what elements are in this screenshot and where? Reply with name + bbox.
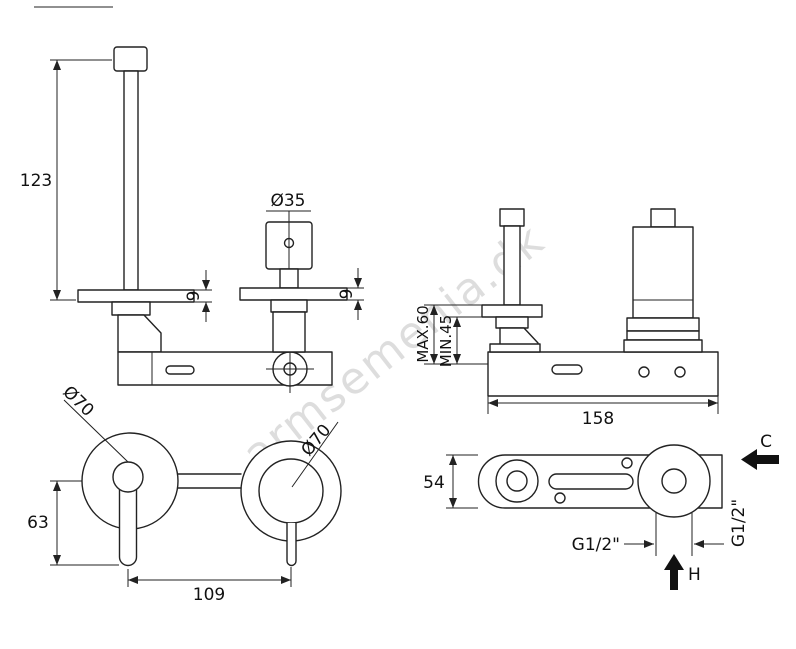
spout-tube [123, 70, 139, 291]
handle-nut [270, 299, 308, 313]
spout-nut [111, 301, 151, 316]
spout-flange [112, 461, 144, 493]
cartridge-flange [626, 317, 700, 332]
spout-angled-connector [117, 314, 162, 353]
screw-head [638, 366, 650, 378]
spout-side-tube [503, 225, 521, 306]
screw-hole [621, 457, 633, 469]
hot-label: H [688, 565, 701, 585]
dim-body-length: 158 [582, 409, 614, 429]
screw-hole [554, 492, 566, 504]
dim-handle-diameter: Ø35 [270, 191, 305, 211]
cold-label: C [760, 432, 772, 452]
body-slot-side [551, 364, 583, 375]
dim-spout-height: 123 [20, 171, 52, 191]
cartridge-cap [650, 208, 676, 228]
view-plan: 54 C G1/2" G1/2" H [423, 432, 779, 590]
view-side: MAX.60 MIN.45 158 [414, 208, 719, 429]
mounting-slot [548, 473, 634, 490]
body-slot [165, 365, 195, 375]
dim-spout-plate-thickness: 9 [184, 291, 204, 302]
handle-indicator-dot [283, 237, 295, 249]
cold-inlet-arrow [741, 449, 779, 470]
dim-body-height: 54 [423, 473, 445, 493]
handle-lever [286, 523, 297, 567]
cartridge-body [632, 226, 694, 319]
dim-recess-min: MIN.45 [437, 315, 455, 367]
dim-center-distance: 109 [193, 585, 225, 605]
dim-spout-escutcheon: Ø70 [59, 382, 98, 421]
handle-stem [279, 268, 299, 289]
spout-port [495, 459, 539, 503]
view-handle-front: Ø35 9 [239, 191, 364, 353]
spout-side-aerator [499, 208, 525, 227]
spout-side-plate [481, 304, 543, 318]
handle-wall-plate [239, 287, 348, 301]
spout-front-tube [118, 477, 138, 567]
aerator-mesh [113, 46, 148, 72]
valve-body [272, 311, 306, 353]
hot-inlet-arrow [664, 554, 684, 590]
view-spout-front: 123 9 [20, 46, 333, 393]
handle-base [258, 458, 324, 524]
dim-recess-max: MAX.60 [414, 305, 432, 362]
spout-side-nut [495, 316, 529, 329]
dim-side-thread: G1/2" [729, 499, 749, 547]
dim-outlet-thread: G1/2" [572, 535, 620, 555]
view-trim-front: Ø70 Ø70 63 109 [27, 382, 342, 605]
spout-wall-plate [77, 289, 195, 303]
dim-spout-drop: 63 [27, 513, 49, 533]
dim-handle-plate-thickness: 9 [337, 289, 357, 300]
cartridge-port [637, 444, 711, 518]
screw-head [674, 366, 686, 378]
body-bar-side [487, 351, 719, 397]
